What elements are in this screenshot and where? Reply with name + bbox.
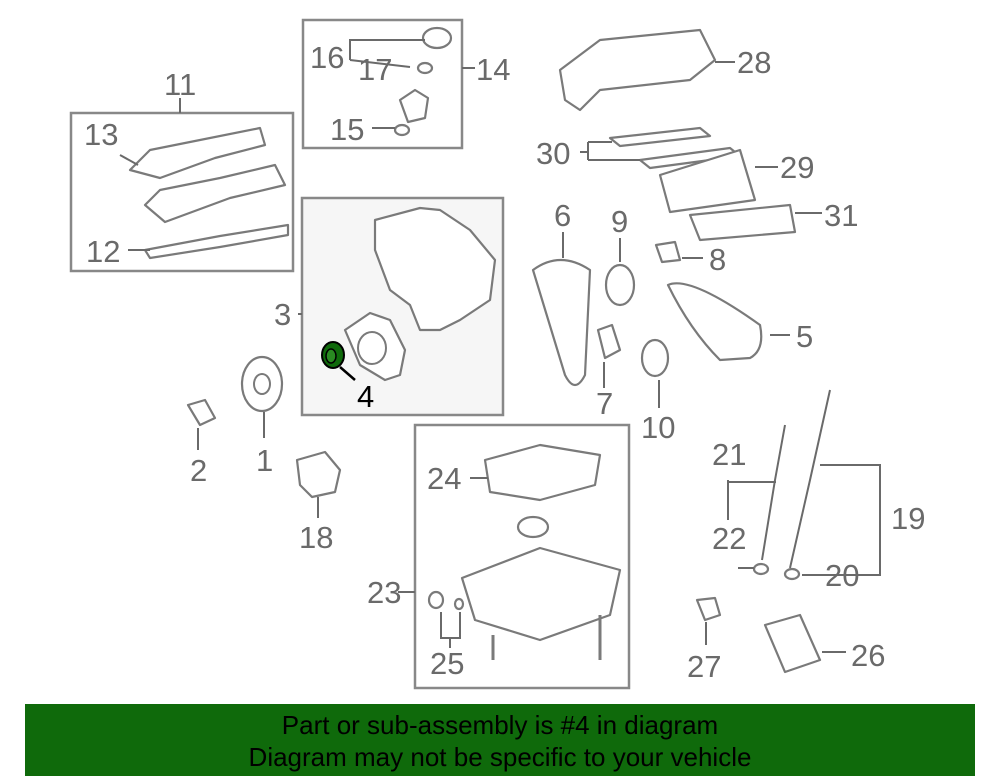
label-17: 17 xyxy=(358,52,392,87)
label-28: 28 xyxy=(737,45,771,80)
label-19: 19 xyxy=(891,501,925,536)
part-28-intake-manifold[interactable] xyxy=(558,28,717,112)
label-23: 23 xyxy=(367,575,401,610)
banner-line-disclaimer: Diagram may not be specific to your vehi… xyxy=(248,742,752,772)
label-27: 27 xyxy=(687,649,721,684)
label-29: 29 xyxy=(780,150,814,185)
part-22-o-ring[interactable] xyxy=(752,562,770,576)
part-filler-neck[interactable] xyxy=(398,88,430,124)
part-9-sprocket[interactable] xyxy=(604,263,636,307)
part-15-seal[interactable] xyxy=(393,123,411,137)
part-21-dipstick-tube[interactable] xyxy=(761,424,786,561)
label-31: 31 xyxy=(824,198,858,233)
label-18: 18 xyxy=(299,520,333,555)
label-20: 20 xyxy=(825,558,859,593)
part-7-chain-guide[interactable] xyxy=(596,323,622,360)
group-box-23 xyxy=(413,423,631,690)
label-25: 25 xyxy=(430,646,464,681)
label-30: 30 xyxy=(536,136,570,171)
label-10: 10 xyxy=(641,410,675,445)
group-box-14 xyxy=(301,18,464,150)
part-17-seal[interactable] xyxy=(416,61,434,75)
part-oil-pump-pickup[interactable] xyxy=(516,515,550,539)
part-oil-pan[interactable] xyxy=(460,546,622,642)
group-box-11 xyxy=(69,111,295,273)
part-20-o-ring[interactable] xyxy=(783,567,801,581)
part-3-timing-cover[interactable] xyxy=(373,206,497,332)
part-8-tensioner[interactable] xyxy=(654,240,682,264)
part-valve-cover[interactable] xyxy=(143,163,287,224)
label-5: 5 xyxy=(796,319,813,354)
label-26: 26 xyxy=(851,638,885,673)
part-13-cover[interactable] xyxy=(128,126,267,180)
label-1: 1 xyxy=(256,443,273,478)
part-19-dipstick[interactable] xyxy=(789,389,831,569)
label-2: 2 xyxy=(190,453,207,488)
label-7: 7 xyxy=(596,386,613,421)
part-25-drain-plug[interactable] xyxy=(427,590,445,610)
label-15: 15 xyxy=(330,112,364,147)
part-26-oil-filter[interactable] xyxy=(763,613,822,674)
label-4-highlighted: 4 xyxy=(357,379,374,414)
label-22: 22 xyxy=(712,521,746,556)
label-13: 13 xyxy=(84,117,118,152)
label-12: 12 xyxy=(86,234,120,269)
part-10-crank-sprocket[interactable] xyxy=(640,338,670,378)
part-5-timing-chain[interactable] xyxy=(666,282,763,362)
label-9: 9 xyxy=(611,204,628,239)
info-banner: Part or sub-assembly is #4 in diagram Di… xyxy=(25,704,975,776)
label-24: 24 xyxy=(427,461,461,496)
label-3: 3 xyxy=(274,297,291,332)
label-6: 6 xyxy=(554,198,571,233)
label-21: 21 xyxy=(712,437,746,472)
part-31-gasket[interactable] xyxy=(688,203,797,242)
part-29-lower-manifold[interactable] xyxy=(658,148,757,214)
part-27-sensor[interactable] xyxy=(695,596,722,622)
part-16-cap[interactable] xyxy=(421,26,453,50)
part-18-water-pump[interactable] xyxy=(295,450,342,499)
banner-line-part: Part or sub-assembly is #4 in diagram xyxy=(281,710,719,740)
part-6-timing-chain[interactable] xyxy=(531,259,592,387)
part-24-windage-tray[interactable] xyxy=(483,443,602,502)
label-14: 14 xyxy=(476,52,510,87)
label-8: 8 xyxy=(709,242,726,277)
part-1-crank-pulley[interactable] xyxy=(240,355,284,413)
part-12-gasket[interactable] xyxy=(143,223,290,260)
part-2-bolt[interactable] xyxy=(186,398,217,427)
part-30-gasket-a[interactable] xyxy=(608,126,712,148)
label-11: 11 xyxy=(164,67,196,102)
part-25-washer[interactable] xyxy=(453,597,465,611)
label-16: 16 xyxy=(310,40,344,75)
part-cover-plate[interactable] xyxy=(343,311,407,382)
part-4-arrow xyxy=(339,366,356,381)
